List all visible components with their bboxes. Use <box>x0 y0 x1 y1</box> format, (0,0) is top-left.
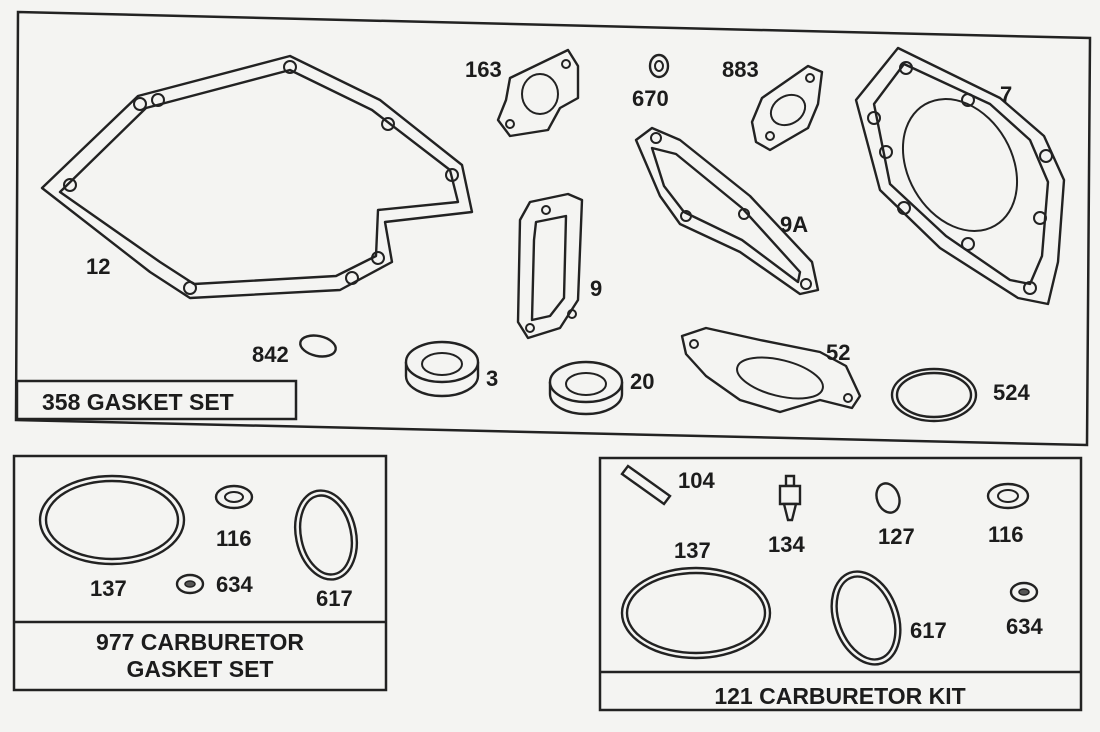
gasket-set-title-box <box>15 379 298 421</box>
part-842-ring <box>299 334 337 358</box>
part-9a-gasket <box>634 126 820 296</box>
label-20: 20 <box>630 369 654 394</box>
part-9-gasket <box>516 192 584 340</box>
label-9a: 9A <box>780 212 808 237</box>
label-104: 104 <box>678 468 715 493</box>
label-137-set: 137 <box>90 576 127 601</box>
label-617-set: 617 <box>316 586 353 611</box>
carb-gasket-set-panel: 977 CARBURETOR GASKET SET 137 116 634 61… <box>12 454 388 692</box>
part-7-head-gasket <box>854 46 1066 306</box>
carb-gasket-set-title-line1: 977 CARBURETOR <box>96 629 304 655</box>
part-634-kit-seal <box>1009 581 1039 603</box>
part-127-plug <box>875 482 901 514</box>
part-20-oil-seal <box>548 360 624 416</box>
label-127: 127 <box>878 524 915 549</box>
gasket-set-panel: 358 GASKET SET 12 163 <box>14 10 1092 447</box>
part-670-seal <box>648 53 670 79</box>
label-134: 134 <box>768 532 805 557</box>
part-137-kit-gasket <box>620 566 772 660</box>
carb-gasket-set-title-line2: GASKET SET <box>127 656 274 682</box>
part-52-gasket <box>680 326 862 414</box>
gasket-set-title: 358 GASKET SET <box>42 389 234 415</box>
part-116-kit-washer <box>986 482 1030 510</box>
part-883-gasket <box>750 64 824 152</box>
label-634-kit: 634 <box>1006 614 1043 639</box>
part-617-ring <box>294 489 358 581</box>
carb-kit-panel: 121 CARBURETOR KIT 104 134 127 116 137 <box>598 456 1083 712</box>
label-3: 3 <box>486 366 498 391</box>
label-9: 9 <box>590 276 602 301</box>
label-116-kit: 116 <box>988 522 1024 547</box>
label-7: 7 <box>1000 82 1012 107</box>
label-116-set: 116 <box>216 526 252 551</box>
part-134-needle-valve <box>778 474 802 522</box>
label-137-kit: 137 <box>674 538 711 563</box>
carb-kit-title: 121 CARBURETOR KIT <box>714 683 965 709</box>
carb-gasket-set-frame <box>12 454 388 692</box>
carb-kit-frame <box>598 456 1083 712</box>
part-524-ring <box>890 367 978 423</box>
label-617-kit: 617 <box>910 618 947 643</box>
gasket-set-frame <box>14 10 1092 447</box>
part-634-seal <box>175 573 205 595</box>
part-12-crankcase-gasket <box>40 54 474 300</box>
part-137-gasket <box>38 474 186 566</box>
label-163: 163 <box>465 57 502 82</box>
label-883: 883 <box>722 57 759 82</box>
label-670: 670 <box>632 86 669 111</box>
part-104-pin <box>620 464 672 506</box>
part-116-washer <box>214 484 254 510</box>
label-524: 524 <box>993 380 1030 405</box>
label-634-set: 634 <box>216 572 253 597</box>
part-3-oil-seal <box>404 340 480 398</box>
label-52: 52 <box>826 340 850 365</box>
part-617-kit-ring <box>830 570 902 666</box>
label-12: 12 <box>86 254 110 279</box>
part-163-gasket <box>496 48 580 138</box>
label-842: 842 <box>252 342 289 367</box>
